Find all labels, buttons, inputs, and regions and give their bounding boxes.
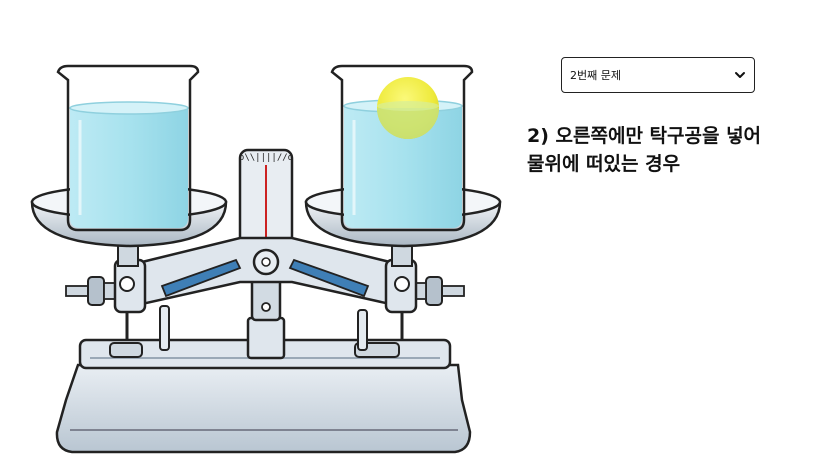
gauge-markings: o\\||||//o bbox=[239, 153, 293, 163]
balance-beam bbox=[140, 236, 392, 306]
problem-select-dropdown[interactable]: 2번째 문제 bbox=[561, 57, 755, 93]
left-beaker bbox=[56, 64, 200, 232]
question-text: 2) 오른쪽에만 탁구공을 넣어 물위에 떠있는 경우 bbox=[527, 122, 827, 178]
question-line-2: 물위에 떠있는 경우 bbox=[527, 153, 681, 175]
right-base-screw bbox=[354, 309, 400, 358]
problem-select-value: 2번째 문제 bbox=[570, 69, 621, 82]
chevron-down-icon bbox=[735, 72, 745, 78]
left-adjustment-knob bbox=[65, 258, 147, 340]
balance-scale-illustration: o\\||||//o bbox=[30, 64, 502, 454]
question-line-1: 2) 오른쪽에만 탁구공을 넣어 bbox=[527, 125, 762, 147]
right-adjustment-knob bbox=[384, 258, 465, 340]
controls-panel: 2번째 문제 2) 오른쪽에만 탁구공을 넣어 물위에 떠있는 경우 bbox=[527, 0, 827, 474]
left-base-screw bbox=[109, 305, 170, 358]
ping-pong-ball bbox=[377, 77, 439, 139]
